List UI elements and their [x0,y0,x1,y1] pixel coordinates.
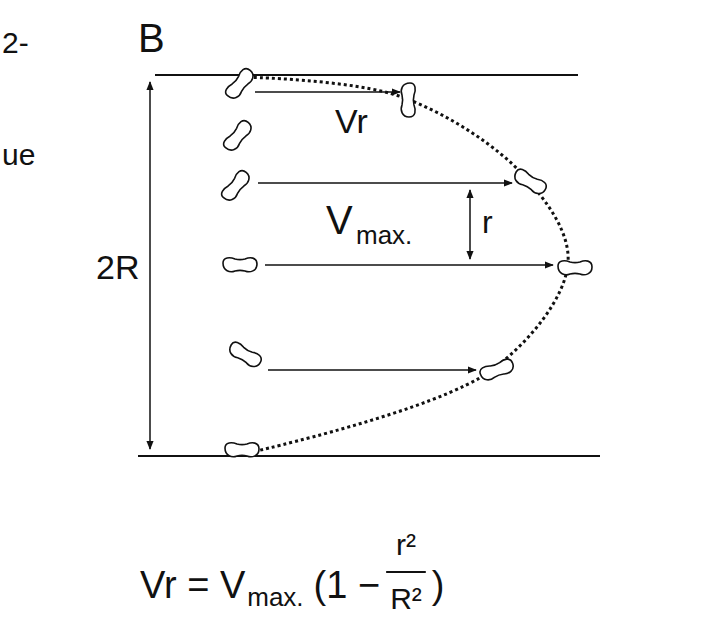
diameter-arrow [149,82,151,449]
formula-part: Vr = V [140,566,245,604]
panel-letter: B [138,18,165,58]
tube-wall [155,74,578,76]
velocity-arrow [265,264,553,266]
velocity-arrow [255,91,400,93]
radius-arrow [469,190,471,259]
bacterium [220,168,253,203]
radius-label: r [482,206,493,238]
bacterium [479,357,516,382]
bacterium [512,167,548,196]
slide-fragment: 2- [2,28,29,58]
bacterium [401,83,415,117]
bacterium [558,261,592,275]
formula-part: (1 − [314,566,381,604]
diameter-label: 2R [96,250,139,284]
formula-denominator: R² [390,584,422,614]
bacterium [223,258,257,272]
bacterium [225,443,259,457]
bacterium [222,118,255,153]
velocity-arrow [268,369,476,371]
formula-subscript: max. [247,584,303,610]
bacterium [227,340,263,369]
fraction-bar [386,571,426,573]
velocity-label: V [326,200,353,240]
velocity-arrow [258,182,512,184]
formula-numerator: r² [396,530,416,560]
formula-part: ) [432,566,445,604]
slide-fragment: ue [2,140,35,170]
velocity-profile [242,77,568,452]
velocity-label: Vr [335,104,368,138]
tube-wall [138,455,600,457]
bacterium [224,66,257,101]
velocity-subscript: max. [356,222,412,248]
